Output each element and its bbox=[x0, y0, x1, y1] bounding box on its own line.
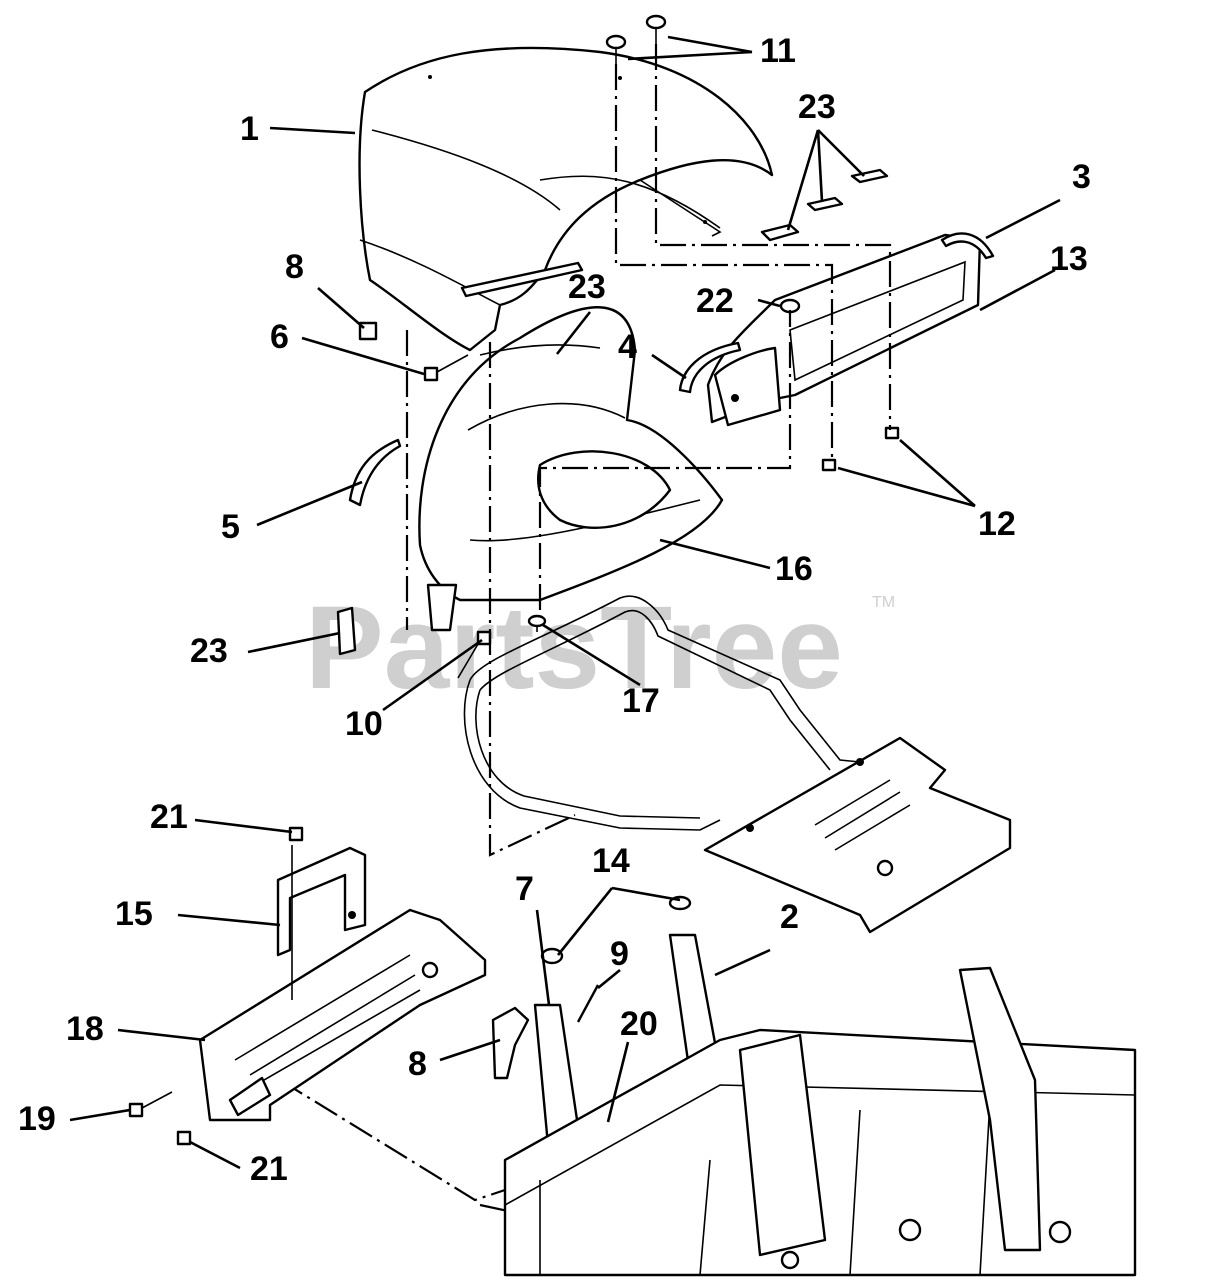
callout-23-top: 23 bbox=[798, 88, 836, 126]
callout-11: 11 bbox=[760, 32, 796, 70]
callout-5: 5 bbox=[221, 508, 240, 546]
part-13-panel bbox=[706, 233, 982, 427]
callout-18: 18 bbox=[66, 1010, 104, 1048]
seat-rail-frame bbox=[463, 595, 861, 831]
callout-9: 9 bbox=[610, 935, 629, 973]
part-15-bracket bbox=[276, 845, 367, 1000]
part-16-seat-pan bbox=[418, 306, 724, 632]
part-5-strip bbox=[348, 438, 402, 507]
callout-13: 13 bbox=[1050, 240, 1088, 278]
callout-1: 1 bbox=[240, 110, 259, 148]
callout-22: 22 bbox=[696, 282, 734, 320]
watermark-text: PartsTree bbox=[305, 582, 843, 714]
callout-leaders bbox=[69, 35, 1061, 1170]
callout-8-lower: 8 bbox=[408, 1045, 427, 1083]
part-3-strip bbox=[940, 232, 995, 260]
callout-14: 14 bbox=[592, 842, 630, 880]
callout-7: 7 bbox=[515, 870, 534, 908]
callout-6: 6 bbox=[270, 318, 289, 356]
floor-plate bbox=[703, 736, 1012, 934]
callout-21-lower: 21 bbox=[250, 1150, 288, 1188]
tractor-frame bbox=[503, 966, 1137, 1277]
part-8-clip-lower bbox=[491, 1006, 530, 1080]
part-17-knob bbox=[527, 614, 547, 632]
part-14-knobs bbox=[540, 895, 692, 965]
callout-23-lower: 23 bbox=[190, 632, 228, 670]
part-21-bolts bbox=[176, 826, 304, 1146]
callout-labels: 1 2 3 4 5 6 7 8 8 9 10 11 12 13 14 15 16… bbox=[18, 32, 1091, 1188]
callout-8-top: 8 bbox=[285, 248, 304, 286]
part-4-strip bbox=[678, 341, 742, 394]
part-6-bolt bbox=[423, 354, 469, 382]
part-12-nuts bbox=[821, 426, 900, 472]
part-18-bracket bbox=[198, 908, 487, 1122]
callout-19: 19 bbox=[18, 1100, 56, 1138]
callout-21-top: 21 bbox=[150, 798, 188, 836]
part-11-bolts bbox=[605, 14, 667, 64]
part-19-bolt bbox=[128, 1091, 173, 1118]
callout-10: 10 bbox=[345, 705, 383, 743]
part-1-cover bbox=[358, 46, 774, 352]
callout-3: 3 bbox=[1072, 158, 1091, 196]
callout-23-middle: 23 bbox=[568, 268, 606, 306]
callout-15: 15 bbox=[115, 895, 153, 933]
callout-12: 12 bbox=[978, 505, 1016, 543]
watermark-trademark: TM bbox=[872, 594, 895, 611]
callout-2: 2 bbox=[780, 898, 799, 936]
callout-20: 20 bbox=[620, 1005, 658, 1043]
part-9-pin bbox=[576, 984, 600, 1023]
callout-17: 17 bbox=[622, 682, 660, 720]
callout-4: 4 bbox=[618, 328, 637, 366]
callout-16: 16 bbox=[775, 550, 813, 588]
